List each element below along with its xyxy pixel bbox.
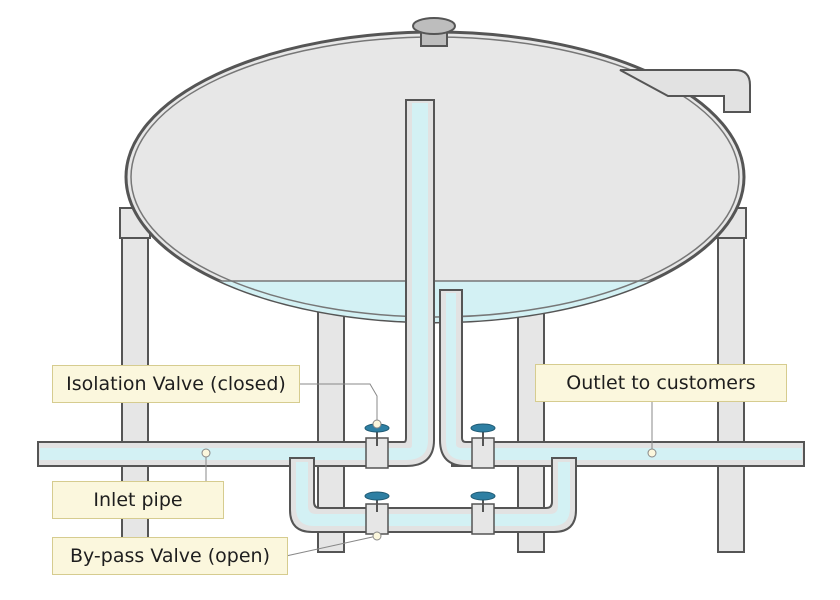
overflow-pipe [619, 69, 751, 113]
marker-bypass [372, 531, 382, 541]
callout-outlet: Outlet to customers [535, 364, 787, 402]
isolation-valve-left [364, 423, 390, 469]
bypass-loop-water [296, 462, 570, 526]
outlet-pipe-water [452, 448, 802, 460]
leader-isolation-valve [298, 383, 378, 424]
leader-bypass [285, 535, 378, 557]
callout-markers [201, 419, 657, 541]
bypass-loop-outer [289, 457, 577, 533]
callout-bypass-valve: By-pass Valve (open) [52, 537, 288, 575]
inlet-riser-water [382, 103, 428, 460]
callout-inlet-pipe: Inlet pipe [52, 481, 224, 519]
isolation-valve-right [470, 423, 496, 469]
vent-cap [412, 17, 456, 35]
valve-handle-icon [470, 491, 496, 501]
marker-inlet [201, 448, 211, 458]
callout-isolation-valve: Isolation Valve (closed) [52, 365, 300, 403]
outlet-drop-water [446, 293, 474, 460]
pipe-network [37, 99, 805, 533]
valve-handle-icon [470, 423, 496, 433]
tank-vent [412, 17, 456, 47]
valve-handle-icon [364, 491, 390, 501]
marker-isolation-valve [372, 419, 382, 429]
bypass-valve-right [470, 491, 496, 535]
bypass-valve-left [364, 491, 390, 535]
marker-outlet [647, 448, 657, 458]
inlet-pipe-water [40, 448, 383, 460]
